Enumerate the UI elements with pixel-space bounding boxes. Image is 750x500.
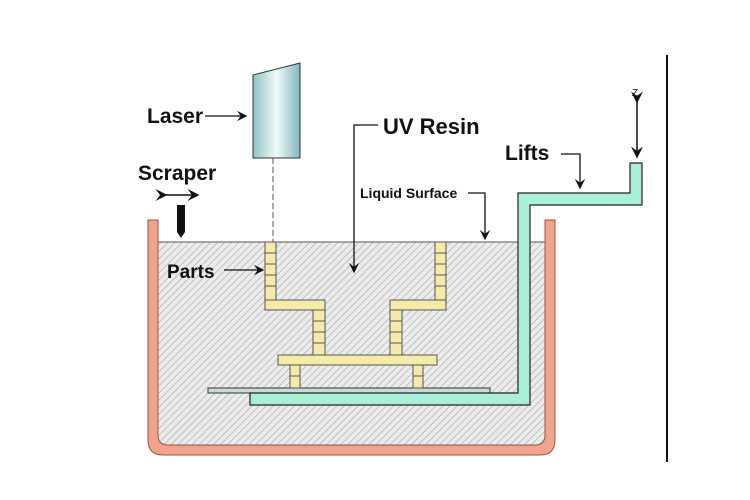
liquid-surface-arrow [468, 192, 491, 241]
parts-label: Parts [167, 262, 215, 283]
uv-resin-bath [158, 242, 545, 445]
lifts-label: Lifts [505, 142, 549, 165]
build-plate [207, 387, 491, 394]
lifts-arrow [561, 153, 586, 190]
laser-head [252, 62, 301, 159]
scraper-label: Scraper [138, 162, 216, 185]
printed-part [264, 241, 447, 389]
uv-resin-arrow [348, 124, 378, 274]
laser-label: Laser [147, 105, 203, 128]
liquid-surface-label: Liquid Surface [360, 185, 457, 201]
resin-tank [147, 219, 556, 456]
z-axis-label: Z [632, 88, 638, 99]
lift-arm [249, 162, 643, 406]
uv-resin-label: UV Resin [383, 114, 480, 139]
scraper-blade [177, 205, 185, 238]
